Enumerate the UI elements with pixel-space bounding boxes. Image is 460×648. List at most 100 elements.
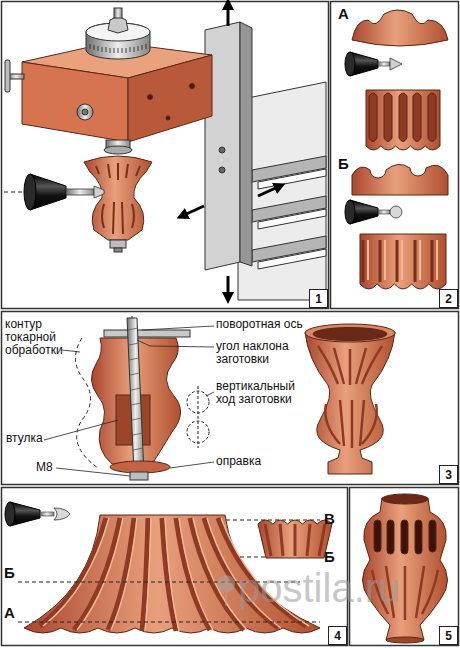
clamp-handle-part bbox=[77, 104, 93, 120]
fluted-piece-b-part bbox=[368, 240, 437, 280]
headstock-block-part bbox=[190, 84, 195, 89]
cutter-c-part bbox=[54, 508, 70, 520]
fluted-piece-b-part bbox=[360, 234, 446, 289]
callout-number: 2 bbox=[445, 293, 452, 305]
leader-line-part bbox=[142, 326, 214, 330]
motion-arrow-part bbox=[227, 4, 230, 26]
pierced-vase-part bbox=[387, 520, 394, 554]
router-cutter-part bbox=[66, 189, 94, 195]
level-line-part bbox=[18, 622, 320, 623]
fluted-piece-a-part bbox=[369, 93, 436, 142]
vertical-slide-part bbox=[219, 147, 225, 153]
finished-vase-part bbox=[313, 328, 387, 341]
mandrel-rod-part bbox=[104, 330, 190, 337]
fluted-piece-a-part bbox=[366, 90, 440, 150]
headstock-block-part bbox=[166, 116, 170, 120]
cutter-a bbox=[345, 52, 402, 76]
part-label: вертикальный ход заготовки bbox=[216, 380, 316, 406]
contour-line bbox=[75, 316, 132, 468]
mandrel-rod-part bbox=[128, 328, 144, 465]
workpiece-part bbox=[110, 240, 126, 248]
t-slot-table-part bbox=[258, 209, 326, 229]
panel-frame-part bbox=[331, 2, 459, 309]
watermark: postila.ru bbox=[238, 566, 458, 610]
part-label: поворотная ось bbox=[216, 318, 356, 331]
leader-line-part bbox=[44, 420, 118, 440]
callout-number: 1 bbox=[315, 293, 322, 305]
variant-letter: Б bbox=[338, 156, 358, 172]
contour-line-part bbox=[75, 338, 98, 468]
router-cutter-part bbox=[24, 174, 36, 210]
variant-letter: А bbox=[338, 6, 358, 22]
panel-number-box: 5 bbox=[439, 626, 458, 645]
pierced-vase-part bbox=[374, 520, 381, 552]
workpiece-part bbox=[102, 202, 134, 234]
fluted-segment bbox=[258, 520, 332, 558]
fluted-piece-b-part bbox=[363, 240, 432, 282]
motion-arrow-part bbox=[227, 276, 230, 298]
profile-a bbox=[352, 10, 448, 46]
cutter-b-part bbox=[390, 206, 402, 218]
mandrel-rod bbox=[104, 318, 190, 480]
part-label: угол наклона заготовки bbox=[216, 340, 316, 366]
finished-vase-part bbox=[305, 324, 395, 342]
level-line-part bbox=[226, 520, 320, 521]
watermark-pin-part bbox=[217, 575, 235, 593]
router-cutter-part bbox=[94, 186, 104, 198]
pierced-vase-part bbox=[382, 494, 428, 504]
motion-arrow-part bbox=[258, 186, 280, 196]
graduated-dial bbox=[86, 8, 150, 59]
graduated-dial-part bbox=[114, 8, 122, 18]
leader-line-part bbox=[56, 468, 130, 476]
router-cutter bbox=[4, 174, 104, 210]
pierced-vase-part bbox=[401, 520, 408, 554]
mandrel-rod-part bbox=[110, 461, 170, 473]
headstock-block-part bbox=[22, 62, 128, 142]
clamp-handle-part bbox=[82, 109, 88, 115]
part-label: втулка bbox=[6, 432, 66, 445]
level-letter: Б bbox=[4, 565, 24, 581]
leader-line bbox=[44, 326, 214, 476]
t-slot-table-part bbox=[258, 169, 326, 189]
cutter-b-part bbox=[378, 210, 390, 214]
workpiece-part bbox=[84, 156, 152, 240]
vertical-slide-part bbox=[219, 167, 225, 173]
watermark-pin-part bbox=[225, 593, 227, 606]
watermark-pin bbox=[217, 575, 235, 606]
panel-number-box: 3 bbox=[439, 465, 458, 484]
fluted-piece-b bbox=[360, 234, 446, 289]
vertical-travel-part bbox=[198, 386, 199, 448]
leader-line-part bbox=[62, 350, 80, 352]
level-letter: В bbox=[324, 511, 344, 527]
panel-number-box: 1 bbox=[309, 289, 328, 308]
t-slot-table-part bbox=[258, 249, 326, 269]
motion-arrow-part bbox=[182, 206, 204, 216]
pierced-vase-part bbox=[386, 637, 424, 643]
profile-b bbox=[352, 164, 448, 195]
cutter-c-part bbox=[5, 502, 15, 526]
workpiece-part bbox=[104, 146, 132, 154]
part-label: оправка bbox=[216, 455, 306, 468]
headstock-block-part bbox=[148, 95, 153, 100]
leader-line-part bbox=[206, 392, 214, 396]
level-letter: А bbox=[4, 605, 24, 621]
cutter-a-part bbox=[378, 62, 390, 66]
router-cutter-part bbox=[4, 192, 26, 193]
pierced-vase-part bbox=[415, 520, 422, 554]
callout-number: 4 bbox=[334, 630, 341, 642]
graduated-dial-part bbox=[108, 16, 128, 33]
fluted-piece-a bbox=[366, 90, 440, 150]
leader-line-part bbox=[170, 462, 214, 468]
profile-b-part bbox=[352, 164, 448, 195]
vertical-travel bbox=[187, 386, 209, 448]
vertical-slide-part bbox=[240, 22, 252, 266]
fluted-segment-part bbox=[265, 524, 325, 556]
thread-label: M8 bbox=[36, 461, 66, 474]
workpiece bbox=[84, 140, 152, 252]
profile-a-part bbox=[352, 10, 448, 46]
cutter-b bbox=[345, 200, 402, 224]
finished-vase-part bbox=[325, 400, 376, 448]
mandrel-rod-part bbox=[127, 318, 144, 474]
